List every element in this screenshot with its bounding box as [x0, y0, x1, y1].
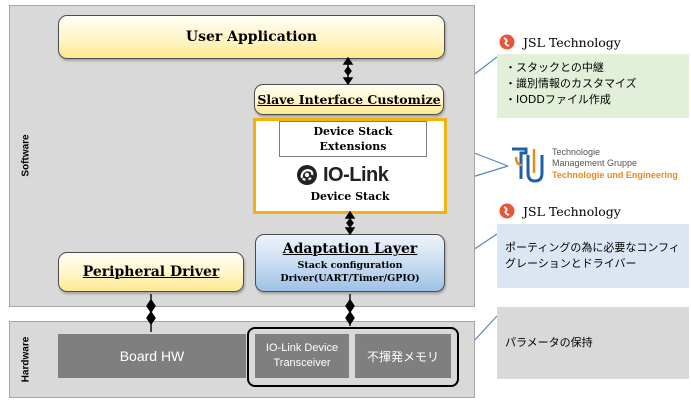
connector-peripheral-boardhw — [146, 294, 156, 332]
adaptation-layer-subtitle-1: Stack configuration — [297, 260, 403, 271]
iolink-logo-text: IO-Link — [323, 163, 389, 186]
adaptation-note-text: ポーティングの為に必要なコンフィグレーションとドライバー — [505, 241, 680, 270]
transceiver-box: IO-Link Device Transceiver — [255, 334, 349, 378]
adaptation-layer-box: Adaptation Layer Stack configuration Dri… — [255, 234, 445, 292]
transceiver-label: IO-Link Device Transceiver — [265, 342, 339, 369]
slave-note-item-2: ・識別情報のカスタマイズ — [505, 77, 637, 90]
user-application-label: User Application — [185, 29, 318, 45]
jsl-title-middle: JSL Technology — [523, 203, 621, 219]
tmg-line-2: Management Gruppe — [552, 158, 638, 168]
jsl-logo-icon — [499, 34, 515, 50]
memory-note-text: パラメータの保持 — [505, 336, 593, 349]
nonvolatile-memory-box: 不揮発メモリ — [355, 334, 451, 378]
slave-interface-note: ・スタックとの中継 ・識別情報のカスタマイズ ・IODDファイル作成 — [497, 54, 689, 118]
device-stack-extensions-box: Device Stack Extensions — [279, 121, 427, 157]
connector-stack-adaptation — [344, 210, 356, 236]
adaptation-layer-title: Adaptation Layer — [282, 241, 418, 257]
jsl-logo-icon — [499, 203, 515, 219]
iolink-logo-icon — [297, 165, 317, 185]
slave-note-item-1: ・スタックとの中継 — [505, 61, 604, 74]
slave-interface-label: Slave Interface Customize — [257, 92, 441, 107]
connector-user-slave — [342, 56, 354, 86]
peripheral-driver-box: Peripheral Driver — [58, 252, 244, 292]
tmg-logo: Technologie Management Gruppe Technologi… — [508, 143, 688, 189]
tmg-logo-icon — [512, 147, 544, 183]
jsl-logo-top: JSL Technology — [499, 32, 689, 52]
nonvolatile-memory-label: 不揮発メモリ — [366, 349, 439, 364]
slave-interface-box: Slave Interface Customize — [254, 84, 444, 115]
board-hw-label: Board HW — [119, 348, 185, 364]
board-hw-box: Board HW — [58, 334, 246, 378]
slave-note-item-3: ・IODDファイル作成 — [505, 93, 611, 106]
tmg-line-3: Technologie und Engineering — [552, 170, 678, 180]
tmg-line-1: Technologie — [552, 147, 601, 157]
hw-module-frame — [247, 327, 459, 387]
jsl-title-top: JSL Technology — [523, 34, 621, 50]
peripheral-driver-label: Peripheral Driver — [82, 264, 220, 280]
adaptation-layer-subtitle-2: Driver(UART/Timer/GPIO) — [280, 273, 420, 284]
memory-note: パラメータの保持 — [497, 307, 689, 379]
iolink-logo: IO-Link — [296, 163, 416, 187]
device-stack-label: Device Stack — [310, 190, 390, 203]
jsl-logo-middle: JSL Technology — [499, 201, 689, 221]
adaptation-note: ポーティングの為に必要なコンフィグレーションとドライバー — [497, 224, 689, 288]
connector-adaptation-hw — [345, 294, 355, 326]
device-stack-extensions-label: Device Stack Extensions — [313, 125, 393, 153]
user-application-box: User Application — [58, 15, 445, 59]
